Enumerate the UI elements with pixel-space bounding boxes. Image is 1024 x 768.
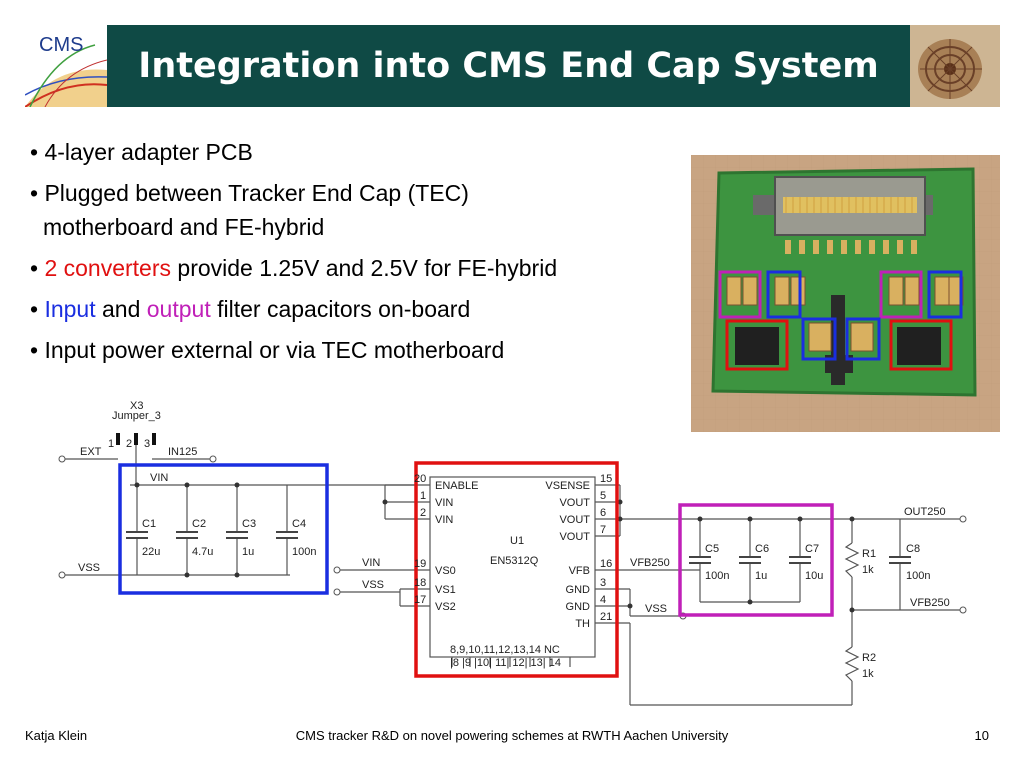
svg-text:21: 21 xyxy=(600,611,612,623)
svg-text:VOUT: VOUT xyxy=(559,497,590,509)
svg-text:1k: 1k xyxy=(862,668,874,680)
svg-text:C2: C2 xyxy=(192,518,206,530)
bullet-item: • 2 converters provide 1.25V and 2.5V fo… xyxy=(30,255,558,281)
svg-text:GND: GND xyxy=(566,601,591,613)
svg-text:CMS: CMS xyxy=(39,34,83,56)
svg-text:C8: C8 xyxy=(906,543,920,555)
svg-text:6: 6 xyxy=(600,507,606,519)
bullet-list: • 4-layer adapter PCB • Plugged between … xyxy=(30,135,690,374)
bullet-item: • Input power external or via TEC mother… xyxy=(30,337,505,363)
svg-text:19: 19 xyxy=(414,558,426,570)
circuit-schematic: X3 Jumper_3 1 2 3 EXT IN125 VIN VSS C1 2… xyxy=(40,395,980,725)
bullet-item: • 4-layer adapter PCB xyxy=(30,139,253,165)
svg-text:1: 1 xyxy=(420,490,426,502)
svg-text:Jumper_3: Jumper_3 xyxy=(112,410,161,422)
svg-text:VFB250: VFB250 xyxy=(910,597,950,609)
svg-text:100n: 100n xyxy=(292,546,316,558)
svg-text:VSS: VSS xyxy=(362,579,384,591)
svg-text:2: 2 xyxy=(126,438,132,450)
svg-text:U1: U1 xyxy=(510,535,524,547)
svg-text:VS0: VS0 xyxy=(435,565,456,577)
svg-text:5: 5 xyxy=(600,490,606,502)
svg-text:17: 17 xyxy=(414,594,426,606)
svg-text:C3: C3 xyxy=(242,518,256,530)
svg-text:|8 |9 |10| 11| 12| 13| 14: |8 |9 |10| 11| 12| 13| 14 xyxy=(450,657,561,669)
converter-box xyxy=(414,461,619,678)
svg-text:VIN: VIN xyxy=(150,472,168,484)
svg-text:C7: C7 xyxy=(805,543,819,555)
svg-text:VFB: VFB xyxy=(569,565,590,577)
bullet-item: • Plugged between Tracker End Cap (TEC)m… xyxy=(30,180,469,240)
svg-text:VIN: VIN xyxy=(362,557,380,569)
svg-text:100n: 100n xyxy=(705,570,729,582)
svg-text:3: 3 xyxy=(144,438,150,450)
svg-text:8,9,10,11,12,13,14 NC: 8,9,10,11,12,13,14 NC xyxy=(450,644,560,656)
page-number: 10 xyxy=(974,728,989,743)
svg-text:EN5312Q: EN5312Q xyxy=(490,555,539,567)
svg-text:EXT: EXT xyxy=(80,446,102,458)
page-title: Integration into CMS End Cap System xyxy=(138,46,879,86)
svg-text:VOUT: VOUT xyxy=(559,514,590,526)
svg-text:VIN: VIN xyxy=(435,497,453,509)
svg-text:2: 2 xyxy=(420,507,426,519)
svg-text:OUT250: OUT250 xyxy=(904,506,946,518)
svg-text:C4: C4 xyxy=(292,518,306,530)
svg-text:ENABLE: ENABLE xyxy=(435,480,478,492)
svg-text:VOUT: VOUT xyxy=(559,531,590,543)
svg-text:1k: 1k xyxy=(862,564,874,576)
svg-text:VS2: VS2 xyxy=(435,601,456,613)
svg-text:TH: TH xyxy=(575,618,590,630)
svg-text:10u: 10u xyxy=(805,570,823,582)
svg-text:1u: 1u xyxy=(242,546,254,558)
svg-text:4.7u: 4.7u xyxy=(192,546,213,558)
cms-logo: CMS xyxy=(25,25,108,107)
svg-text:GND: GND xyxy=(566,584,591,596)
svg-text:C1: C1 xyxy=(142,518,156,530)
svg-text:100n: 100n xyxy=(906,570,930,582)
svg-text:C5: C5 xyxy=(705,543,719,555)
svg-text:VSS: VSS xyxy=(78,562,100,574)
svg-text:C6: C6 xyxy=(755,543,769,555)
detector-image xyxy=(910,25,1000,107)
svg-text:R2: R2 xyxy=(862,652,876,664)
svg-text:22u: 22u xyxy=(142,546,160,558)
svg-text:VIN: VIN xyxy=(435,514,453,526)
svg-text:3: 3 xyxy=(600,577,606,589)
svg-text:IN125: IN125 xyxy=(168,446,197,458)
svg-text:X3: X3 xyxy=(130,400,143,412)
svg-text:7: 7 xyxy=(600,524,606,536)
pcb-photo xyxy=(691,155,1000,432)
bullet-item: • Input and output filter capacitors on-… xyxy=(30,296,471,322)
input-caps-box xyxy=(118,463,329,595)
svg-text:18: 18 xyxy=(414,577,426,589)
svg-text:R1: R1 xyxy=(862,548,876,560)
svg-text:20: 20 xyxy=(414,473,426,485)
svg-text:VS1: VS1 xyxy=(435,584,456,596)
svg-text:1: 1 xyxy=(108,438,114,450)
svg-text:VSS: VSS xyxy=(645,603,667,615)
footer-title: CMS tracker R&D on novel powering scheme… xyxy=(295,728,729,743)
footer-author: Katja Klein xyxy=(25,728,88,743)
svg-text:VSENSE: VSENSE xyxy=(545,480,590,492)
svg-text:1u: 1u xyxy=(755,570,767,582)
svg-text:16: 16 xyxy=(600,558,612,570)
svg-text:4: 4 xyxy=(600,594,606,606)
title-bar xyxy=(25,25,1000,107)
svg-text:15: 15 xyxy=(600,473,612,485)
svg-text:VFB250: VFB250 xyxy=(630,557,670,569)
output-caps-box xyxy=(678,503,834,617)
